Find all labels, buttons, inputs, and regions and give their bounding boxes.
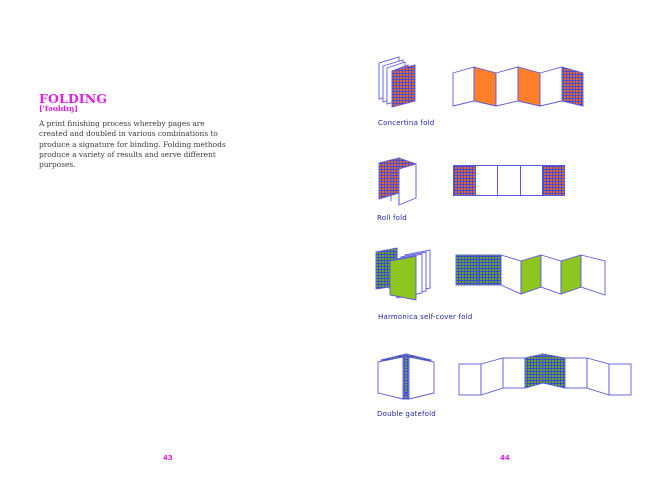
page-number-left: 43 [163,454,173,462]
fold-caption-concertina: Concertina fold [378,119,435,127]
right-page: Concertina fold Roll fold [335,0,670,488]
harmonica-fold-flat-diagram [455,254,606,296]
page-number-right: 44 [500,454,510,462]
page-title: FOLDING [39,91,108,106]
double-gatefold-flat-diagram [458,353,632,396]
concertina-fold-3d-icon [378,56,416,108]
definition-text: A print finishing process whereby pages … [39,119,226,170]
roll-fold-3d-icon [378,157,418,206]
left-page: FOLDING ['fəʊldɪŋ] A print finishing pro… [39,91,226,462]
double-gatefold-3d-icon [377,353,435,400]
phonetic-spelling: ['fəʊldɪŋ] [39,104,78,113]
harmonica-fold-3d-icon [375,247,431,301]
concertina-fold-flat-diagram [452,66,584,107]
fold-caption-harmonica: Harmonica self-cover fold [378,313,473,321]
fold-caption-double-gatefold: Double gatefold [377,410,436,418]
fold-caption-roll: Roll fold [377,214,407,222]
roll-fold-flat-diagram [453,165,565,196]
